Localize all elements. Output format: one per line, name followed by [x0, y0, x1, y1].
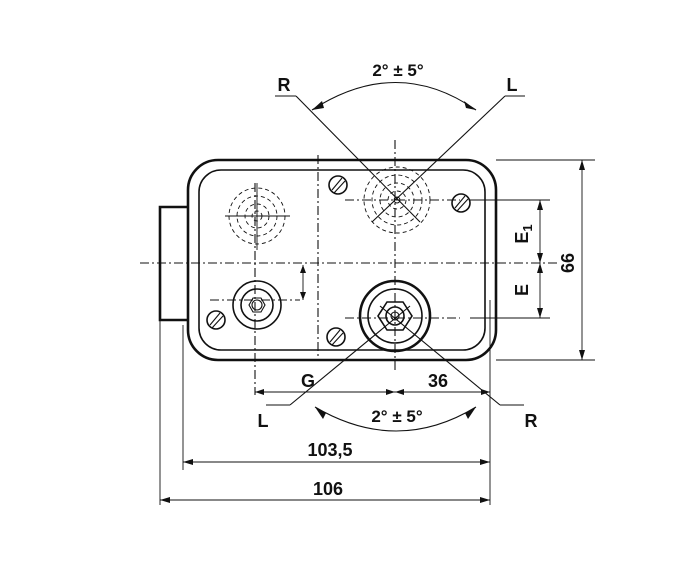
bolt-upper-left [328, 175, 348, 195]
dimension-port-offset [300, 265, 306, 300]
dimension-g-36 [255, 389, 490, 395]
label-e1-main: E [512, 232, 532, 244]
dimension-e1-e [537, 200, 543, 318]
dimension-66 [579, 160, 585, 360]
label-103-5: 103,5 [307, 440, 352, 460]
label-l-bottom: L [258, 411, 269, 431]
dimension-106 [160, 497, 490, 503]
center-lines [140, 140, 560, 395]
angle-label-bottom: 2° ± 5° [371, 407, 422, 426]
angle-arc-bottom [266, 305, 524, 432]
label-e: E [512, 284, 532, 296]
bolt-lower-left [206, 310, 226, 330]
hidden-port-upper-center [363, 166, 431, 234]
label-l-top: L [507, 75, 518, 95]
extension-lines [159, 159, 595, 505]
housing-outline [186, 158, 498, 362]
hidden-port-upper-left [225, 183, 290, 250]
port-lower-center [358, 279, 432, 353]
port-lower-left [232, 280, 282, 330]
label-r-top: R [278, 75, 291, 95]
label-r-bottom: R [525, 411, 538, 431]
bolt-lower-center [326, 327, 346, 347]
label-e1-subscript: 1 [520, 224, 535, 231]
label-66: 66 [558, 253, 578, 273]
bolt-upper-right [451, 193, 471, 213]
label-36: 36 [428, 371, 448, 391]
angle-label-top: 2° ± 5° [372, 61, 423, 80]
dimension-103-5 [183, 459, 490, 465]
label-106: 106 [313, 479, 343, 499]
label-e1: E1 [512, 224, 535, 243]
angle-arc-top [275, 81, 525, 223]
label-g: G [301, 371, 315, 391]
